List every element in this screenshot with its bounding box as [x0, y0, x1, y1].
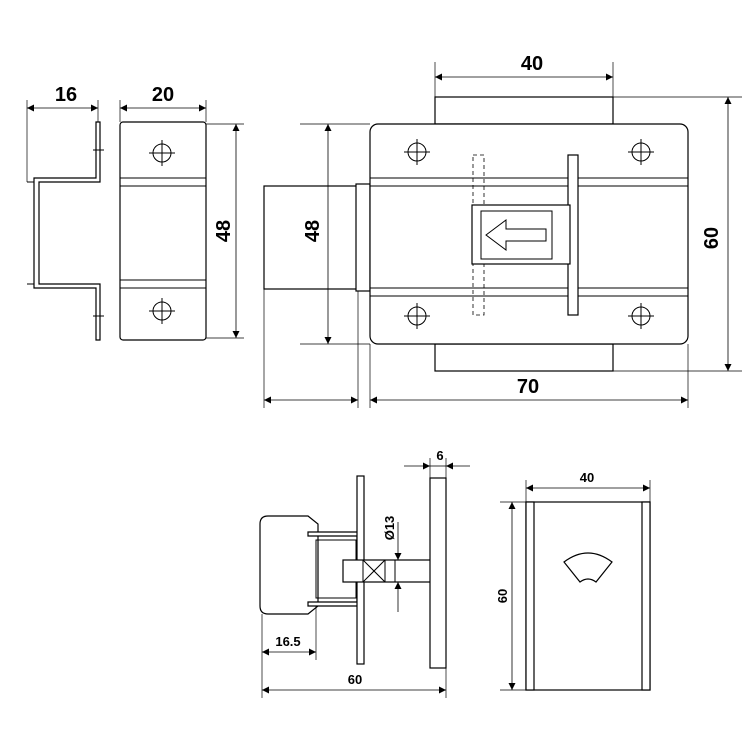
indicator-face-view: 40 60 [495, 470, 651, 691]
front-plate-view: 20 48 [119, 84, 244, 341]
dim-indicator-height: 60 [495, 589, 510, 603]
left-arrow-icon [485, 219, 547, 251]
dim-strike-thickness: 6 [436, 448, 443, 463]
dim-knob-offset: 16.5 [275, 634, 300, 649]
knob-section-view: 16.5 60 6 Ø13 [259, 448, 470, 698]
dim-side-depth: 16 [55, 84, 77, 106]
crosshair-hole-icon [628, 303, 654, 329]
crosshair-hole-icon [149, 298, 175, 324]
dim-main-height-right: 60 [701, 227, 723, 249]
dim-plate-width: 40 [521, 53, 543, 75]
dim-overall-depth: 60 [348, 672, 362, 687]
indicator-window-icon [563, 552, 613, 583]
crosshair-hole-icon [628, 139, 654, 165]
dim-indicator-width: 40 [580, 470, 594, 485]
main-lock-view: 40 48 60 70 [263, 53, 742, 408]
dim-knob-diameter: Ø13 [382, 516, 397, 541]
side-profile-view: 16 [26, 84, 104, 341]
dim-front-height: 48 [213, 220, 235, 242]
crosshair-hole-icon [404, 139, 430, 165]
crosshair-hole-icon [404, 303, 430, 329]
dim-main-height-left: 48 [302, 220, 324, 242]
dim-overall-length: 70 [517, 376, 539, 398]
dim-front-width: 20 [152, 84, 174, 106]
crosshair-hole-icon [149, 140, 175, 166]
